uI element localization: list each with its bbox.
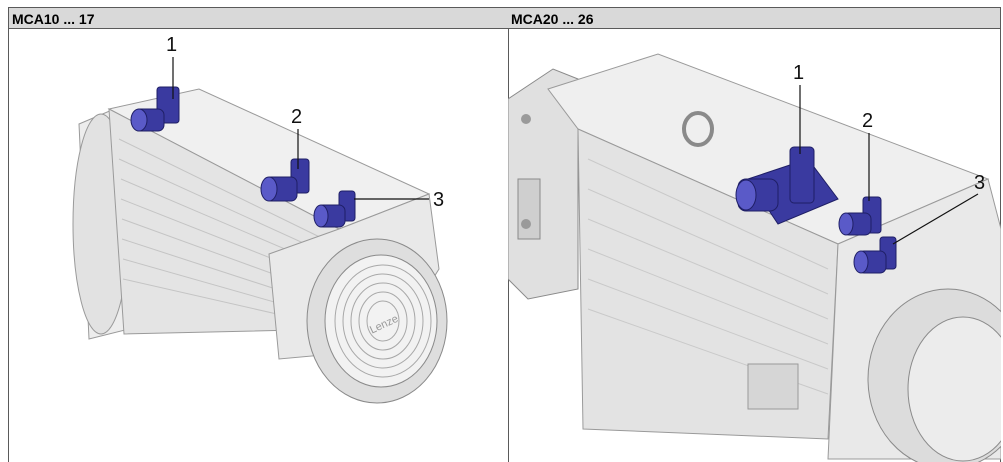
column-header-text: MCA10 ... 17: [12, 11, 95, 27]
motor-mca20-illustration: 1 2 3: [508, 53, 1001, 462]
fan-housing: Lenze: [268, 193, 448, 404]
connector-2-icon: [838, 196, 882, 236]
motor-mca10-illustration: Lenze 1: [72, 34, 448, 404]
callout-1: 1: [793, 62, 804, 84]
cell-mca20-26-illustration: 1 2 3: [508, 29, 1001, 462]
motor-variants-table: MCA10 ... 17 MCA20 ... 26: [8, 7, 1001, 462]
connector-3-icon: [853, 236, 897, 274]
motor-end-cap: [827, 178, 1001, 462]
callout-1: 1: [166, 34, 177, 56]
connector-3-icon: [313, 190, 356, 228]
connector-2-icon: [260, 158, 310, 202]
cell-mca10-17-illustration: Lenze 1: [8, 29, 509, 462]
callout-2: 2: [862, 110, 873, 132]
motor-front-flange: [508, 68, 579, 300]
callout-2: 2: [291, 106, 302, 128]
column-header-mca20-26: MCA20 ... 26: [508, 7, 1001, 29]
callout-3: 3: [974, 172, 985, 194]
column-header-text: MCA20 ... 26: [511, 11, 594, 27]
column-header-mca10-17: MCA10 ... 17: [8, 7, 509, 29]
callout-3: 3: [433, 189, 444, 211]
connector-1-icon: [735, 146, 839, 225]
